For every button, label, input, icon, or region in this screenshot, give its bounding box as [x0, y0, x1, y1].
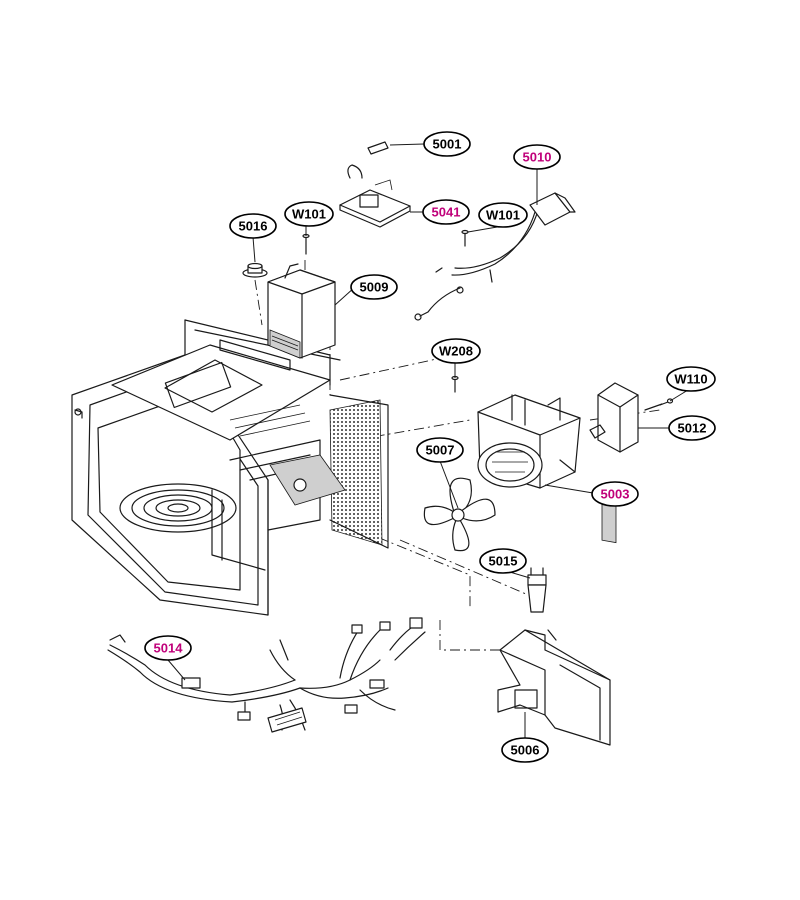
callout-text-w101-right: W101	[486, 208, 520, 223]
callout-text-5016: 5016	[239, 219, 268, 234]
callout-text-5009: 5009	[360, 280, 389, 295]
callout-w110: W110	[666, 366, 716, 392]
callout-5010: 5010	[513, 144, 561, 170]
callout-w101-right: W101	[478, 202, 528, 228]
transformer-5009	[267, 263, 336, 359]
callout-text-5041: 5041	[432, 205, 461, 220]
callout-text-w101-left: W101	[292, 207, 326, 222]
screw-w101-right	[461, 229, 469, 247]
screw-w208	[451, 375, 459, 393]
callout-text-5001: 5001	[433, 137, 462, 152]
callout-text-5003: 5003	[601, 487, 630, 502]
callout-5015: 5015	[479, 548, 527, 574]
fuse-5001	[367, 141, 389, 155]
callout-5003: 5003	[591, 481, 639, 507]
screw-w110	[659, 398, 674, 406]
fan-motor-5012	[589, 382, 663, 544]
callout-5006: 5006	[501, 737, 549, 763]
callout-text-w208: W208	[439, 344, 473, 359]
fan-duct-5003	[477, 394, 581, 489]
callout-5001: 5001	[423, 131, 471, 157]
callout-text-5015: 5015	[489, 554, 518, 569]
callout-5016: 5016	[229, 213, 277, 239]
callout-w208: W208	[431, 338, 481, 364]
callout-5041: 5041	[422, 199, 470, 225]
wire-harness-5014	[107, 617, 426, 733]
callout-text-5014: 5014	[154, 641, 184, 656]
screw-w101-left	[302, 233, 310, 255]
power-cord-5010	[414, 192, 576, 321]
callout-text-w110: W110	[674, 372, 707, 387]
oven-cavity-assembly	[71, 319, 389, 616]
air-guide-5006	[497, 629, 611, 746]
callout-text-5012: 5012	[678, 421, 707, 436]
thermostat-5016	[242, 262, 268, 278]
fan-blade-5007	[423, 477, 496, 552]
callout-5012: 5012	[668, 415, 716, 441]
noise-filter-board-5041	[339, 164, 411, 228]
callout-text-5010: 5010	[523, 150, 552, 165]
callout-5007: 5007	[416, 437, 464, 463]
callout-w101-left: W101	[284, 201, 334, 227]
callout-text-5007: 5007	[426, 443, 455, 458]
callout-5014: 5014	[144, 635, 192, 661]
lamp-5015	[527, 567, 547, 613]
callout-5009: 5009	[350, 274, 398, 300]
callout-text-5006: 5006	[511, 743, 540, 758]
